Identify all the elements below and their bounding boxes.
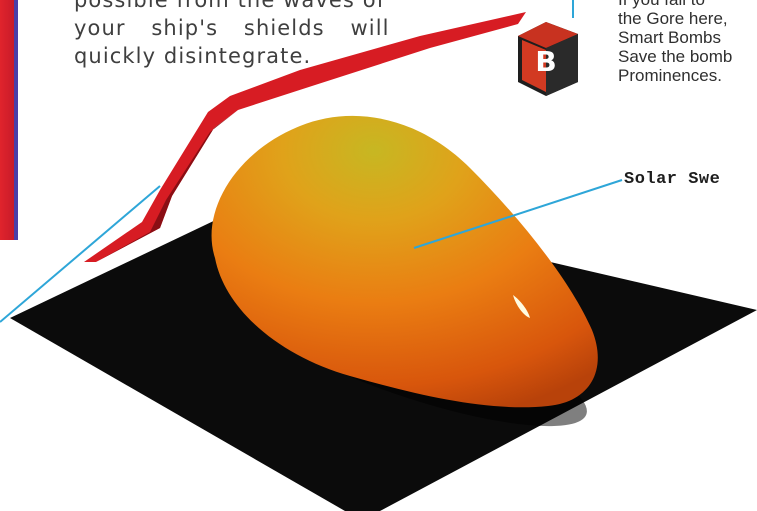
body-line: possible from the waves of xyxy=(74,0,374,14)
tip-line: the Gore here, xyxy=(618,9,757,28)
tip-paragraph: If you fail to the Gore here, Smart Bomb… xyxy=(618,0,757,85)
body-paragraph: possible from the waves of your ship's s… xyxy=(74,0,374,70)
tip-line: Smart Bombs xyxy=(618,28,757,47)
solar-callout-label: Solar Swe xyxy=(624,170,720,189)
tip-line: If you fail to xyxy=(618,0,757,9)
body-line: quickly disintegrate. xyxy=(74,42,374,70)
left-panel-edge xyxy=(14,0,18,240)
bomb-icon-letter: B xyxy=(528,44,564,80)
tip-line: Save the bomb xyxy=(618,47,757,66)
body-line: your ship's shields will xyxy=(74,14,374,42)
tip-line: Prominences. xyxy=(618,66,757,85)
